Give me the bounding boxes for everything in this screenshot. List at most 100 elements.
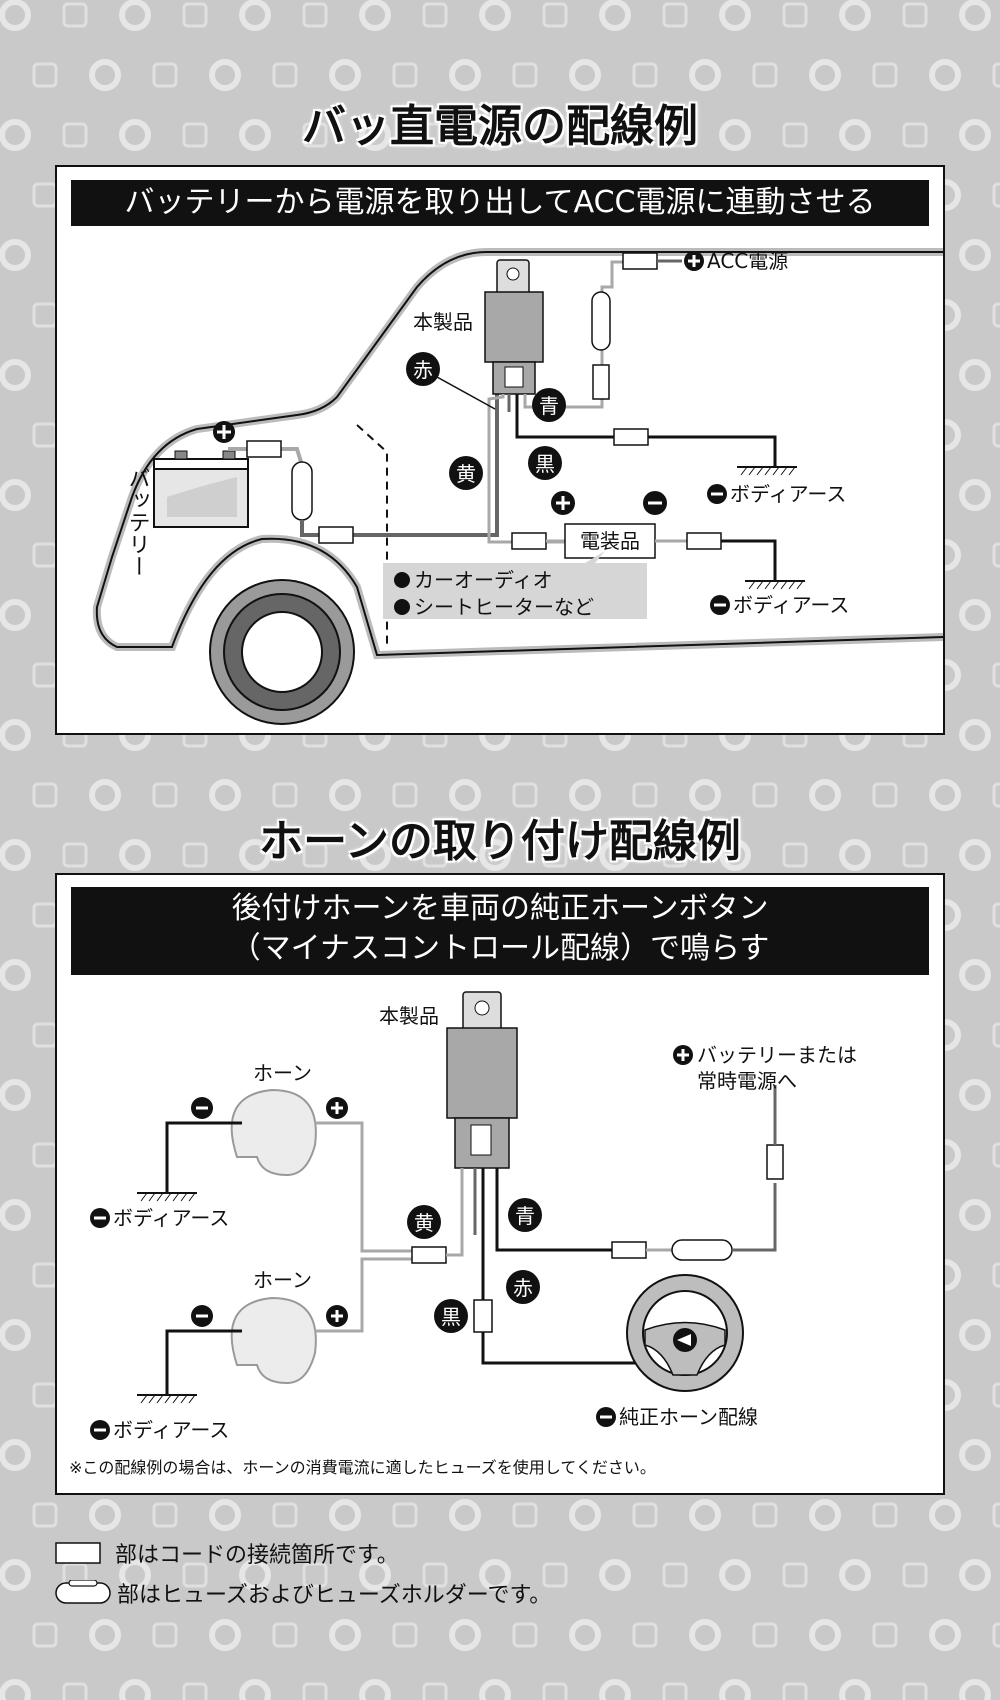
bg-pattern-mark [782, 1562, 808, 1588]
connector [411, 1246, 447, 1264]
bg-pattern-mark [32, 782, 58, 808]
bg-pattern-mark [329, 779, 361, 811]
bg-pattern-mark [32, 302, 58, 328]
bg-pattern-mark [302, 1682, 328, 1700]
bg-pattern-mark [479, 839, 511, 871]
bg-pattern-mark [839, 119, 871, 151]
bg-pattern-mark [872, 62, 898, 88]
bg-pattern-mark [422, 1562, 448, 1588]
bg-pattern-mark [392, 1502, 418, 1528]
bg-pattern-mark [959, 359, 991, 391]
bg-pattern-mark [542, 2, 568, 28]
oem-horn-label: 純正ホーン配線 [619, 1405, 758, 1429]
bg-pattern-mark [632, 62, 658, 88]
acc-label: ACC電源 [707, 249, 788, 273]
connector [611, 1241, 647, 1259]
bg-pattern-mark [239, 0, 271, 31]
bg-pattern-mark [152, 782, 178, 808]
bg-pattern-mark [359, 0, 391, 31]
bg-pattern-mark [929, 1499, 961, 1531]
bg-pattern-mark [359, 1679, 391, 1700]
fuse-holder [671, 1239, 733, 1261]
horn-label-1: ホーン [253, 1061, 312, 1085]
horn-body-earth-1: ボディアース [113, 1206, 229, 1230]
bg-pattern-mark [422, 842, 448, 868]
bg-pattern-mark [782, 1682, 808, 1700]
bg-pattern-mark [329, 1619, 361, 1651]
bg-pattern-mark [542, 1682, 568, 1700]
bg-pattern-mark [239, 1559, 271, 1591]
bg-pattern-mark [902, 1562, 928, 1588]
bg-pattern-mark [392, 782, 418, 808]
bg-pattern-mark [809, 779, 841, 811]
minus-icon [191, 1305, 213, 1327]
bg-pattern-mark [512, 1622, 538, 1648]
bg-pattern-mark [992, 662, 1000, 688]
diagram-panel-battery-direct: バッテリーから電源を取り出してACC電源に連動させる バッテリー [55, 165, 945, 735]
plus-icon [551, 491, 575, 515]
bg-pattern-mark [89, 779, 121, 811]
bg-pattern-mark [0, 479, 31, 511]
bg-pattern-mark [422, 122, 448, 148]
bg-pattern-mark [992, 1022, 1000, 1048]
bg-pattern-mark [992, 302, 1000, 328]
bg-pattern-mark [422, 1682, 448, 1700]
bg-pattern-mark [359, 119, 391, 151]
bg-pattern-mark [0, 839, 31, 871]
wire-yellow-label: 黄 [456, 462, 476, 486]
wiring-diagram-battery-direct: バッテリー 本製品 ACC電源 [92, 248, 943, 725]
banner-horn-line1: 後付けホーンを車両の純正ホーンボタン [231, 891, 769, 926]
bg-pattern-mark [182, 1682, 208, 1700]
bg-pattern-mark [449, 779, 481, 811]
bg-pattern-mark [0, 959, 31, 991]
bg-pattern-mark [992, 182, 1000, 208]
bg-pattern-mark [599, 119, 631, 151]
bg-pattern-mark [152, 62, 178, 88]
bg-pattern-mark [329, 1499, 361, 1531]
bg-pattern-mark [239, 1679, 271, 1700]
bg-pattern-mark [182, 1562, 208, 1588]
bg-pattern-mark [209, 1619, 241, 1651]
bg-pattern-mark [809, 1499, 841, 1531]
minus-icon [710, 595, 730, 615]
ground-symbol [745, 580, 805, 590]
bg-pattern-mark [0, 239, 31, 271]
section-title-battery-direct: バッ直電源の配線例 [302, 101, 698, 152]
bg-pattern-mark [839, 1679, 871, 1700]
bg-pattern-mark [0, 1199, 31, 1231]
bg-pattern-mark [959, 479, 991, 511]
diagram-panel-horn: 後付けホーンを車両の純正ホーンボタン （マイナスコントロール配線）で鳴らす 本製… [55, 873, 945, 1495]
minus-icon [90, 1208, 110, 1228]
bg-pattern-mark [662, 842, 688, 868]
bg-pattern-mark [662, 122, 688, 148]
bg-pattern-mark [0, 719, 31, 751]
bg-pattern-mark [302, 2, 328, 28]
bg-pattern-mark [32, 62, 58, 88]
bg-pattern-mark [119, 839, 151, 871]
bg-pattern-mark [0, 119, 31, 151]
horn-note: ※この配線例の場合は、ホーンの消費電流に適したヒューズを使用してください。 [69, 1458, 656, 1477]
ground-symbol [737, 466, 797, 476]
wheel [209, 579, 355, 725]
bg-pattern-mark [449, 59, 481, 91]
bg-pattern-mark [992, 782, 1000, 808]
bg-pattern-mark [0, 0, 31, 31]
bg-pattern-mark [782, 842, 808, 868]
bg-pattern-mark [0, 1679, 31, 1700]
connector [592, 364, 610, 400]
connector [246, 440, 282, 458]
plus-icon [326, 1097, 348, 1119]
minus-icon [90, 1420, 110, 1440]
bg-pattern-mark [302, 122, 328, 148]
bg-pattern-mark [209, 1499, 241, 1531]
bg-pattern-mark [959, 1439, 991, 1471]
bg-pattern-mark [599, 1679, 631, 1700]
example-item-2: シートヒーターなど [414, 595, 594, 619]
battery-constant-line1: バッテリーまたは [697, 1043, 857, 1067]
bg-pattern-mark [959, 1319, 991, 1351]
bg-pattern-mark [632, 1502, 658, 1528]
bg-pattern-mark [929, 779, 961, 811]
bg-pattern-mark [902, 842, 928, 868]
battery-constant-line2: 常時電源へ [697, 1069, 797, 1093]
bg-pattern-mark [959, 1079, 991, 1111]
